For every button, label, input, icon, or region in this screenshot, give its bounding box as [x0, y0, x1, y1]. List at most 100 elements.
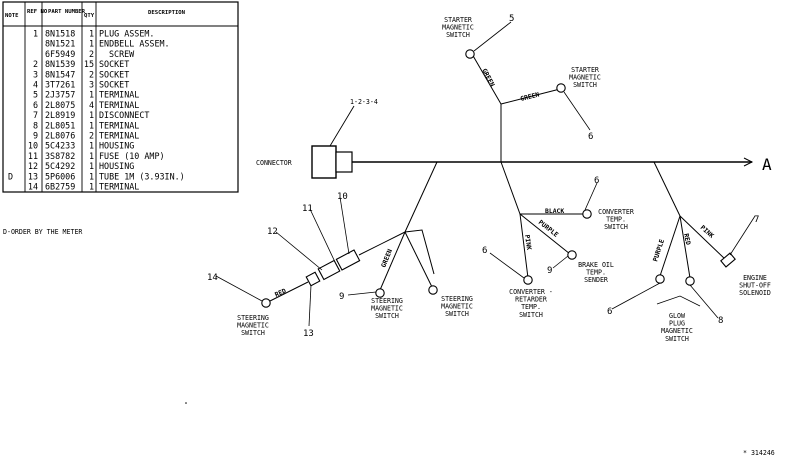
row-ref-no: 6: [33, 100, 38, 110]
row-description: SOCKET: [99, 80, 129, 90]
label-line: SWITCH: [519, 311, 543, 319]
label-line: SWITCH: [241, 329, 265, 337]
row-part-number: 6F5949: [45, 49, 75, 59]
connector[interactable]: [311, 145, 353, 179]
label-line: TEMP.: [586, 269, 606, 277]
row-qty: 1: [89, 120, 94, 130]
row-ref-no: 4: [33, 80, 38, 90]
row-ref-no: 10: [28, 141, 38, 151]
header-ref-no: REF NO: [27, 9, 48, 15]
label-line: SWITCH: [375, 312, 399, 320]
callout-7: 7: [754, 215, 759, 225]
callout-9-brake: 9: [547, 266, 552, 276]
callout-12: 12: [267, 227, 278, 237]
label-line: MAGNETIC: [441, 303, 473, 311]
label-line: SWITCH: [573, 81, 597, 89]
row-description: PLUG ASSEM.: [99, 29, 154, 39]
row-part-number: 5P6006: [45, 171, 75, 181]
label-line: SWITCH: [604, 223, 628, 231]
branch-steering-mid: [379, 231, 406, 291]
row-part-number: 8N1539: [45, 59, 75, 69]
converter-retarder-terminal[interactable]: [523, 275, 533, 285]
callout-11: 11: [302, 204, 313, 214]
steering-left-terminal[interactable]: [261, 298, 271, 308]
label-line: STEERING: [371, 297, 403, 305]
branch-starter-right: [500, 88, 561, 105]
connector-refs-label: 1-2-3-4: [350, 98, 378, 106]
callout-8: 8: [718, 316, 723, 326]
row-description: HOUSING: [99, 161, 134, 171]
row-description: DISCONNECT: [99, 110, 149, 120]
converter-temp-terminal[interactable]: [582, 209, 592, 219]
branch-steering-main: [404, 161, 438, 233]
label-line: MAGNETIC: [442, 24, 474, 32]
callout-5: 5: [509, 14, 514, 24]
row-qty: 1: [89, 161, 94, 171]
header-part-number: PART NUMBER: [48, 9, 86, 15]
label-line: MAGNETIC: [371, 305, 403, 313]
label-line: PLUG: [669, 320, 685, 328]
row-description: SOCKET: [99, 69, 129, 79]
row-description: FUSE (10 AMP): [99, 151, 165, 161]
wire-red-2: RED: [274, 287, 288, 299]
label-line: STEERING: [441, 295, 473, 303]
branch-right-main: [653, 161, 681, 217]
fuse-holder[interactable]: [305, 249, 361, 287]
header-qty: QTY: [84, 13, 95, 19]
row-description: ENDBELL ASSEM.: [99, 39, 170, 49]
branch-glow-left: [659, 215, 681, 277]
label-line: CONVERTER -: [509, 288, 553, 296]
label-line: TEMP.: [521, 303, 541, 311]
row-description: TERMINAL: [99, 120, 139, 130]
label-line: STEERING: [237, 314, 269, 322]
row-part-number: 3T7261: [45, 80, 75, 90]
callout-14: 14: [207, 273, 218, 283]
header-description: DESCRIPTION: [148, 10, 186, 16]
starter-switch-top-terminal[interactable]: [465, 49, 475, 59]
brake-oil-terminal[interactable]: [567, 250, 577, 260]
steering-mid-terminal[interactable]: [375, 288, 385, 298]
row-part-number: 2L8076: [45, 131, 75, 141]
wire-black: BLACK: [545, 207, 564, 215]
row-part-number: 8N1547: [45, 69, 75, 79]
row-qty: 4: [89, 100, 94, 110]
row-part-number: 2L8075: [45, 100, 75, 110]
row-qty: 15: [84, 59, 94, 69]
label-line: TEMP.: [606, 216, 626, 224]
label-line: STARTER: [571, 66, 599, 74]
solenoid-disconnect[interactable]: [720, 252, 736, 268]
starter-switch-right-terminal[interactable]: [556, 83, 566, 93]
glow-plug-terminal-right[interactable]: [685, 276, 695, 286]
row-part-number: 3S8782: [45, 151, 75, 161]
callout-13: 13: [303, 329, 314, 339]
steering-right-terminal[interactable]: [428, 285, 438, 295]
row-part-number: 5C4292: [45, 161, 75, 171]
wire-purple-2: PURPLE: [651, 238, 666, 263]
row-qty: 1: [89, 29, 94, 39]
row-qty: 1: [89, 110, 94, 120]
row-description: SCREW: [109, 49, 135, 59]
wire-pink-2: PINK: [699, 224, 716, 240]
row-qty: 1: [89, 171, 94, 181]
row-part-number: 6B2759: [45, 182, 75, 192]
row-ref-no: 8: [33, 120, 38, 130]
wire-pink-1: PINK: [523, 234, 533, 251]
harness-wires: [267, 53, 754, 303]
label-line: BRAKE OIL: [578, 261, 614, 269]
glow-plug-terminal-left[interactable]: [655, 274, 665, 284]
